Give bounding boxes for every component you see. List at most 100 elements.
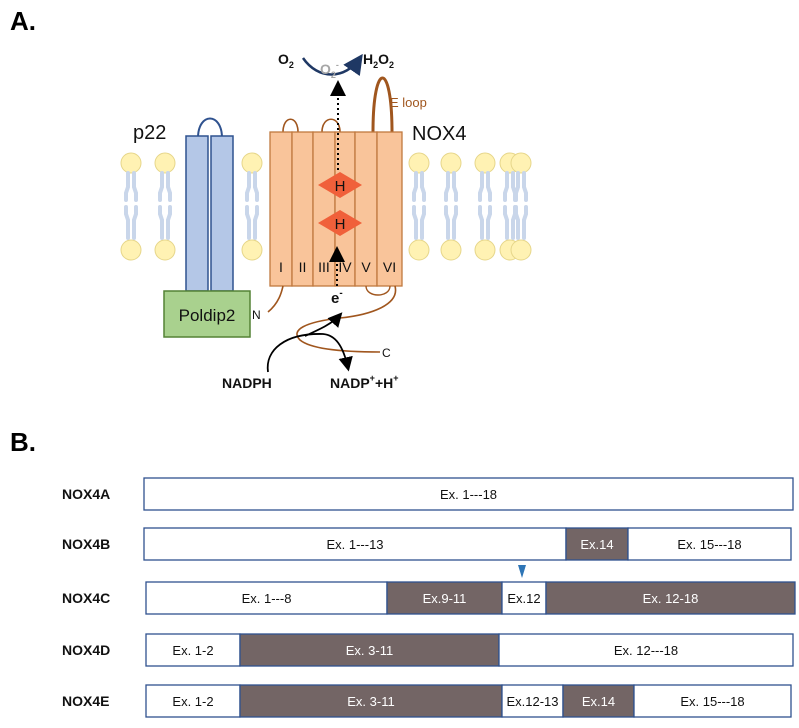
exon-segment xyxy=(633,684,792,718)
isoform-name: NOX4E xyxy=(62,693,109,709)
heme-lower-diamond xyxy=(318,210,362,236)
exon-segment xyxy=(143,527,567,561)
heme-lower: H xyxy=(318,210,362,236)
lipid-tail-upper xyxy=(444,171,458,202)
lipid-tail-lower xyxy=(412,205,426,240)
nox4-loop-2 xyxy=(321,118,341,133)
exon-label: Ex. 1-2 xyxy=(172,694,213,709)
exon-label: Ex.12 xyxy=(507,591,540,606)
exon-label: Ex.14 xyxy=(580,537,613,552)
electron-transfer-arrow xyxy=(304,312,343,337)
lipid-tail-upper xyxy=(478,171,492,202)
p22-helix-2 xyxy=(210,135,234,292)
heme-upper-label: H xyxy=(335,178,346,195)
exon-label: Ex.12-13 xyxy=(506,694,558,709)
exon-label: Ex. 1---13 xyxy=(326,537,383,552)
lipid-head xyxy=(154,152,176,174)
exon-segment xyxy=(627,527,792,561)
splice-site-marker xyxy=(518,565,526,578)
heme-upper: H xyxy=(318,172,362,198)
lipid xyxy=(474,152,496,261)
exon-label: Ex. 15---18 xyxy=(677,537,741,552)
exon-segment xyxy=(239,684,503,718)
lipid-head xyxy=(510,152,532,174)
exon-label: Ex.9-11 xyxy=(423,591,467,606)
lipid xyxy=(440,152,462,261)
panel-b-label: B. xyxy=(10,427,36,457)
lipid-tail-upper xyxy=(412,171,426,202)
exon-segment xyxy=(562,684,635,718)
exon-segment xyxy=(565,527,629,561)
exon-label: Ex.14 xyxy=(582,694,615,709)
lipid xyxy=(241,152,263,261)
isoform-name: NOX4C xyxy=(62,590,110,606)
e-loop-label: E loop xyxy=(390,95,427,110)
isoform-row-nox4e: NOX4E Ex. 1-2 Ex. 3-11 Ex.12-13 Ex.14 Ex. 15-… xyxy=(62,684,792,718)
lipid-head xyxy=(154,239,176,261)
lipid-head xyxy=(120,239,142,261)
lipid-head xyxy=(440,239,462,261)
poldip2-protein: Poldip2 xyxy=(163,290,251,338)
lipid-tail-upper xyxy=(158,171,172,202)
nadph-to-nadp-arrow xyxy=(266,333,353,373)
helix-label: II xyxy=(299,259,307,275)
panel-a-label: A. xyxy=(10,6,36,36)
lipid xyxy=(120,152,142,261)
lipid-bilayer-right xyxy=(408,152,532,261)
lipid-head xyxy=(474,152,496,174)
o2-conversion-arrow xyxy=(301,53,363,77)
heme-lower-label: H xyxy=(335,216,346,233)
lipid-bilayer-left xyxy=(120,152,263,261)
exon-segment xyxy=(386,581,503,615)
nadph-label: NADPH xyxy=(222,375,272,391)
helix-label: III xyxy=(318,259,330,275)
helix-label: IV xyxy=(338,259,352,275)
lipid-tail-lower xyxy=(514,205,528,240)
exon-segment xyxy=(545,581,796,615)
exon-segment xyxy=(145,581,388,615)
isoform-name: NOX4B xyxy=(62,536,110,552)
nadp-label: NADP++H+ xyxy=(330,373,399,391)
exon-segment xyxy=(501,581,547,615)
lipid-tail-lower xyxy=(245,205,259,240)
lipid-head xyxy=(408,239,430,261)
poldip2-label: Poldip2 xyxy=(179,306,236,325)
exon-label: Ex. 1---8 xyxy=(242,591,292,606)
lipid-tail-upper xyxy=(503,171,517,202)
lipid-head xyxy=(241,152,263,174)
lipid-tail-upper xyxy=(245,171,259,202)
exon-label: Ex. 3-11 xyxy=(346,643,393,658)
lipid-head xyxy=(474,239,496,261)
nox4-loop-1 xyxy=(282,118,299,133)
exon-label: Ex. 15---18 xyxy=(680,694,744,709)
exon-segment xyxy=(498,633,794,667)
h2o2-label: H2O2 xyxy=(363,51,394,70)
o2-label: O2 xyxy=(278,51,294,70)
c-terminus-label: C xyxy=(382,346,391,360)
lipid-head xyxy=(120,152,142,174)
lipid xyxy=(510,152,532,261)
helix-label: I xyxy=(279,259,283,275)
lipid-tail-upper xyxy=(124,171,138,202)
poldip2-box xyxy=(163,290,251,338)
n-terminus-tail xyxy=(267,285,284,313)
nox4-cyto-loop xyxy=(365,285,391,296)
lipid xyxy=(154,152,176,261)
exon-label: Ex. 12-18 xyxy=(643,591,699,606)
lipid-tail-lower xyxy=(124,205,138,240)
p22-loop xyxy=(197,117,223,139)
helix-label: VI xyxy=(383,259,396,275)
c-terminus-tail xyxy=(296,285,397,353)
lipid-tail-lower xyxy=(444,205,458,240)
isoform-name: NOX4D xyxy=(62,642,110,658)
lipid-tail-lower xyxy=(158,205,172,240)
exon-label: Ex. 3-11 xyxy=(347,694,394,709)
p22-label: p22 xyxy=(133,122,166,144)
isoform-name: NOX4A xyxy=(62,486,110,502)
lipid-tail-lower xyxy=(478,205,492,240)
